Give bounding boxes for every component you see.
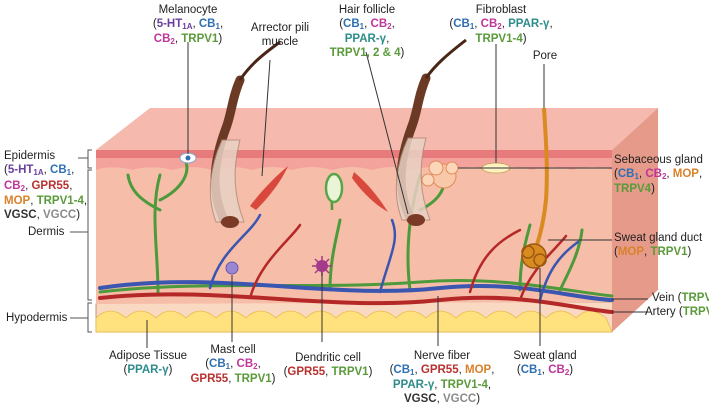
vein-label: Vein (TRPV1): [652, 292, 709, 304]
dendritic-label: Dendritic cell (GPR55, TRPV1): [280, 352, 376, 379]
fibroblast-label: Fibroblast (CB1, CB2, PPAR-γ, TRPV1-4): [446, 4, 556, 47]
melanocyte-label: Melanocyte (5-HT1A, CB1, CB2, TRPV1): [148, 4, 228, 49]
melanocyte-receptors-2: CB2, TRPV1): [153, 33, 223, 46]
dermal-branch: [324, 172, 344, 211]
dermis-label: Dermis: [28, 226, 65, 238]
hypodermis-label: Hypodermis: [6, 312, 68, 324]
melanocyte-receptors: (5-HT1A, CB1,: [152, 17, 224, 31]
arrector-pili-muscles: [250, 166, 388, 212]
pore-label: Pore: [532, 50, 558, 62]
sebaceous-title: Sebaceous gland: [614, 154, 703, 166]
sweat-duct-label: Sweat gland duct (MOP, TRPV1): [614, 232, 703, 258]
sebaceous-gland-shape: [421, 160, 459, 189]
melanocyte-cell: [179, 152, 197, 164]
mast-cell-shape: [225, 261, 239, 275]
mast-cell-title: Mast cell: [210, 344, 256, 356]
hair-follicle-receptors: (CB1, CB2,: [339, 17, 395, 31]
layer-brackets: [70, 149, 92, 333]
hypodermis-layer: [95, 299, 619, 333]
arrector-pili-label: Arrector pili muscle: [240, 22, 320, 49]
sweat-duct-title: Sweat gland duct: [614, 232, 703, 244]
hair-follicle-receptors-2: PPAR-γ,: [344, 33, 390, 45]
mast-cell-label: Mast cell (CB1, CB2, GPR55, TRPV1): [186, 344, 280, 387]
dendritic-title: Dendritic cell: [295, 352, 361, 364]
sebaceous-label: Sebaceous gland (CB1, CB2, MOP, TRPV4): [614, 154, 703, 195]
adipose-title: Adipose Tissue: [109, 350, 187, 362]
sweat-gland-label: Sweat gland (CB1, CB2): [506, 350, 584, 379]
adipose-label: Adipose Tissue (PPAR-γ): [98, 350, 198, 377]
fibroblast-title: Fibroblast: [475, 4, 527, 16]
sweat-gland-title: Sweat gland: [513, 350, 577, 362]
sweat-gland-shape: [521, 107, 549, 269]
arrector-line-1: Arrector pili: [250, 22, 310, 34]
hair-follicle-receptors-3: TRPV1, 2 & 4): [329, 46, 405, 59]
epidermis-receptors: (5-HT1A, CB1, CB2, GPR55, MOP, TRPV1-4, …: [4, 164, 88, 221]
artery-label: Artery (TRPV1): [645, 306, 709, 318]
fibroblast-receptors: (CB1, CB2, PPAR-γ,: [449, 17, 553, 31]
hair-follicle-label: Hair follicle (CB1, CB2, PPAR-γ, TRPV1, …: [322, 4, 412, 60]
arrector-line-2: muscle: [261, 35, 299, 48]
nerve-fiber-label: Nerve fiber (CB1, GPR55, MOP, PPAR-γ, TR…: [389, 350, 495, 405]
dendritic-cell-shape: [312, 256, 332, 276]
epidermis-label: Epidermis: [4, 150, 56, 162]
hair-follicle-left: [209, 40, 281, 228]
melanocyte-title: Melanocyte: [158, 4, 218, 16]
fibroblast-receptors-2: TRPV1-4): [475, 33, 527, 45]
pointer-lines: [146, 42, 648, 348]
hair-follicle-title: Hair follicle: [338, 4, 396, 16]
nerve-fiber-title: Nerve fiber: [413, 350, 471, 362]
